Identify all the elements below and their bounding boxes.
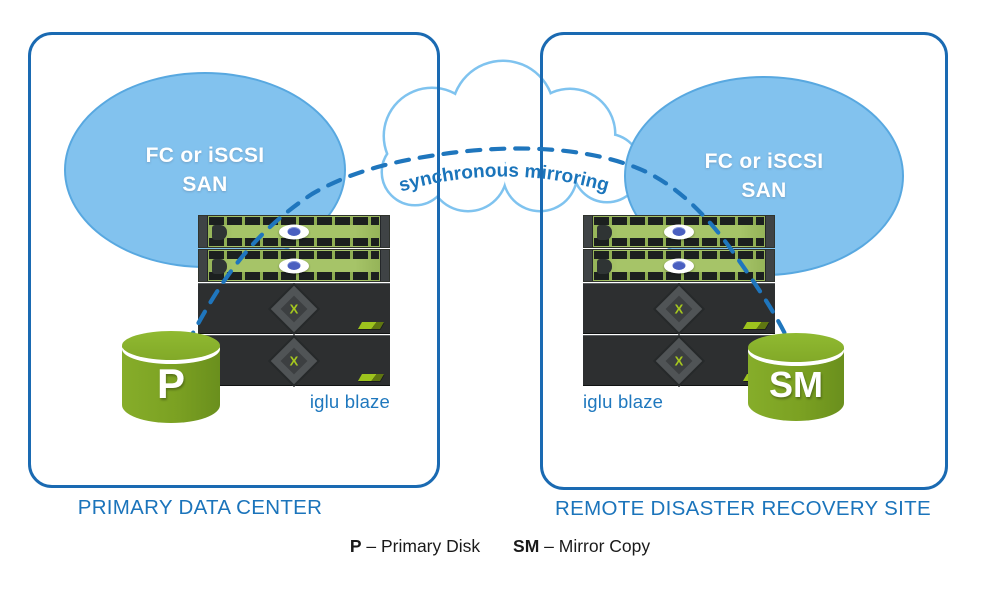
storage-logo-icon: X [652, 282, 706, 335]
primary-disk-label: P [156, 360, 185, 407]
blade-server-icon [583, 215, 775, 248]
rack-ear [765, 250, 774, 281]
vendor-logo-icon [357, 374, 385, 381]
storage-array-icon: X [583, 334, 775, 387]
storage-array-icon: X [198, 334, 390, 387]
storage-logo-icon: X [267, 334, 321, 387]
legend-desc: – Mirror Copy [544, 536, 651, 556]
cylinder-top [122, 331, 220, 360]
primary-san-label: FC or iSCSI SAN [145, 144, 265, 196]
vendor-badge-icon [279, 258, 309, 273]
primary-appliance-label: iglu blaze [309, 391, 390, 412]
remote-san-label: FC or iSCSI SAN [704, 150, 824, 202]
cylinder-top [748, 333, 844, 362]
rack-ear [584, 250, 593, 281]
primary-site-caption: PRIMARY DATA CENTER [77, 496, 323, 519]
legend-item-mirror-copy: SM – Mirror Copy [513, 536, 650, 557]
rack-ear [380, 250, 389, 281]
vendor-logo-icon [357, 322, 385, 329]
legend-item-primary-disk: P – Primary Disk [350, 536, 480, 557]
vendor-logo-icon [742, 322, 770, 329]
rack-ear [765, 216, 774, 247]
vendor-badge-icon [664, 224, 694, 239]
rack-ear [199, 250, 208, 281]
legend-term: SM [513, 536, 540, 556]
blade-server-icon [198, 249, 390, 282]
vent-slots [209, 238, 379, 246]
bezel-emblem-icon [597, 225, 612, 240]
legend: P – Primary Disk SM – Mirror Copy [0, 536, 1000, 557]
mirror-disk-cylinder-icon: SM [748, 333, 844, 421]
bezel-emblem-icon [597, 259, 612, 274]
blade-server-icon [198, 215, 390, 248]
storage-array-icon: X [583, 282, 775, 335]
vent-slots [594, 238, 764, 246]
storage-logo-icon: X [267, 282, 321, 335]
bezel-emblem-icon [212, 225, 227, 240]
vendor-badge-icon [664, 258, 694, 273]
vent-slots [594, 272, 764, 280]
storage-logo-icon: X [652, 334, 706, 387]
rack-ear [380, 216, 389, 247]
blade-server-icon [583, 249, 775, 282]
primary-disk-cylinder-icon: P [122, 331, 220, 423]
vendor-badge-icon [279, 224, 309, 239]
remote-appliance-label: iglu blaze [583, 391, 664, 412]
vent-slots [209, 272, 379, 280]
bezel-emblem-icon [212, 259, 227, 274]
rack-ear [199, 216, 208, 247]
legend-desc: – Primary Disk [366, 536, 481, 556]
storage-array-icon: X [198, 282, 390, 335]
legend-term: P [349, 536, 362, 556]
remote-site-caption: REMOTE DISASTER RECOVERY SITE [555, 497, 931, 520]
rack-ear [584, 216, 593, 247]
mirror-disk-label: SM [769, 364, 823, 405]
